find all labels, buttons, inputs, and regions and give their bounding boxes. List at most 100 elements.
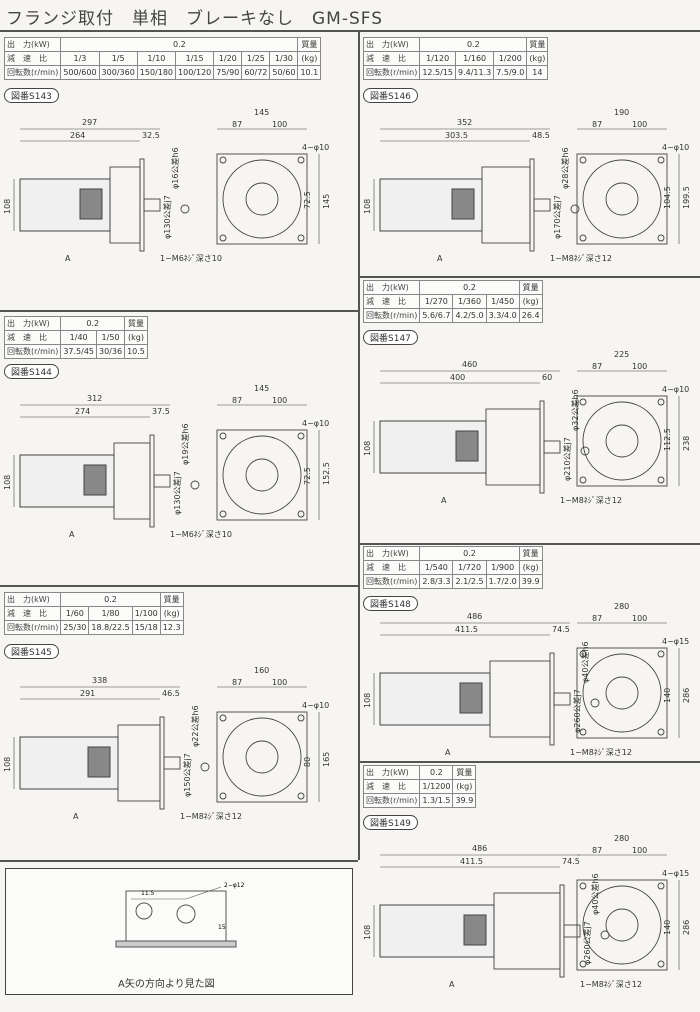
dim-label-v1: 140 [663,688,672,703]
dim-label-width: 280 [614,602,629,611]
dim-label-total: 312 [87,394,102,403]
bolt-hole [579,650,587,658]
dim-label-pilot: φ260公差j7 [572,689,582,733]
arrow-a-label: A [437,254,443,263]
gearbox [481,166,531,244]
hub-circle [245,458,279,492]
mass-label: 質量 [526,37,549,52]
dim-label-width: 160 [254,666,269,675]
gearbox [117,724,161,802]
speed-label: 回転数(r/min) [362,65,421,80]
speed-cell: 5.6/6.7 [419,308,454,323]
dim-label-tap: 1−M8ﾈｼﾞ深さ12 [550,254,612,263]
output-shaft [153,474,171,488]
dim-label-height: 108 [363,925,372,940]
mass-label: 質量 [159,592,184,607]
flange-front-view [576,395,668,487]
dim-label-tail: 74.5 [562,857,580,866]
flange-circle [582,653,662,733]
gearbox [485,408,541,486]
ratio-label: 減 速 比 [3,330,62,345]
dim-label-total: 352 [457,118,472,127]
dim-label-v1: 112.5 [663,428,672,451]
dim-label-body: 274 [75,407,90,416]
speed-cell: 12.5/15 [419,65,456,80]
figure-number: 図番S149 [363,815,418,830]
ratio-cell: 1/15 [175,51,215,66]
ratio-cell: 1/3 [60,51,100,66]
dim-label-v1: 80 [303,757,312,767]
terminal-box [455,430,479,462]
dim-label-tail: 46.5 [162,689,180,698]
terminal-box [459,682,483,714]
ratio-cell: 1/60 [60,606,90,621]
speed-cell: 2.1/2.5 [452,574,487,589]
flange [139,158,145,252]
bolt-hole [297,792,305,800]
figure-caption: A矢の方向より見た図 [118,979,215,990]
dim-label-pilot: φ150公差j7 [182,753,192,797]
shaft-end-view [190,480,200,490]
ratio-label: 減 速 比 [3,606,62,621]
bolt-hole [657,882,665,890]
gearbox [489,660,551,738]
dim-label-pilot: φ260公差j7 [582,921,592,965]
dim-label-total: 297 [82,118,97,127]
dim-label-shaft: φ16公差h6 [170,147,180,189]
speed-cell: 15/18 [131,620,161,635]
dim-label-w1: 87 [592,614,602,623]
dim-label-v1: 72.5 [303,191,312,209]
dim-label-tap: 1−M8ﾈｼﾞ深さ12 [580,980,642,989]
speed-cell: 500/600 [60,65,100,80]
dim-label-body: 303.5 [445,131,468,140]
ratio-cell: 1/5 [98,51,138,66]
speed-cell: 1.7/2.0 [485,574,520,589]
bolt-hole [219,510,227,518]
shaft-end-view [180,204,190,214]
flange [159,716,165,810]
mass-unit: (kg) [518,294,543,309]
mass-value: 12.3 [159,620,184,635]
dim-label-v1: 72.5 [303,467,312,485]
speed-cell: 150/180 [136,65,177,80]
output-value: 0.2 [419,765,454,780]
arrow-a-label: A [445,748,451,757]
mass-unit: (kg) [124,330,148,345]
arrow-a-label: A [65,254,71,263]
bolt-hole [297,510,305,518]
dim-label-height: 108 [3,199,12,214]
speed-label: 回転数(r/min) [3,620,62,635]
dim-label-v1: 104.5 [663,186,672,209]
dim-label-tap: 1−M8ﾈｼﾞ深さ12 [570,748,632,757]
dim-label-w2: 100 [272,120,287,129]
terminal-box [83,464,107,496]
dim-label-holes: 4−φ10 [662,143,689,152]
arrow-a-view-drawing: 11.5 2−φ12 15 [115,882,245,948]
ratio-label: 減 速 比 [362,779,421,794]
dim-label-tail: 48.5 [532,131,550,140]
dim-label-tail: 60 [542,373,552,382]
bolt-hole [657,960,665,968]
dim-label-width: 145 [254,384,269,393]
dim-label-w2: 100 [632,614,647,623]
bolt-hole [297,156,305,164]
bolt-hole [219,156,227,164]
ratio-cell: 1/540 [419,560,454,575]
dim-label-width: 145 [254,108,269,117]
speed-cell: 18.8/22.5 [88,620,133,635]
output-label: 出 力(kW) [362,37,421,52]
dim-label-shaft: φ19公差h6 [180,423,190,465]
dim-label-body: 400 [450,373,465,382]
ratio-cell: 1/120 [419,51,456,66]
hub-circle [245,182,279,216]
flange [549,652,555,746]
dim-label-holes: 4−φ10 [662,385,689,394]
shaft-end-view [580,446,590,456]
bolt-hole [297,714,305,722]
bolt-hole [579,960,587,968]
gearbox [113,442,151,520]
ratio-cell: 1/900 [485,560,520,575]
